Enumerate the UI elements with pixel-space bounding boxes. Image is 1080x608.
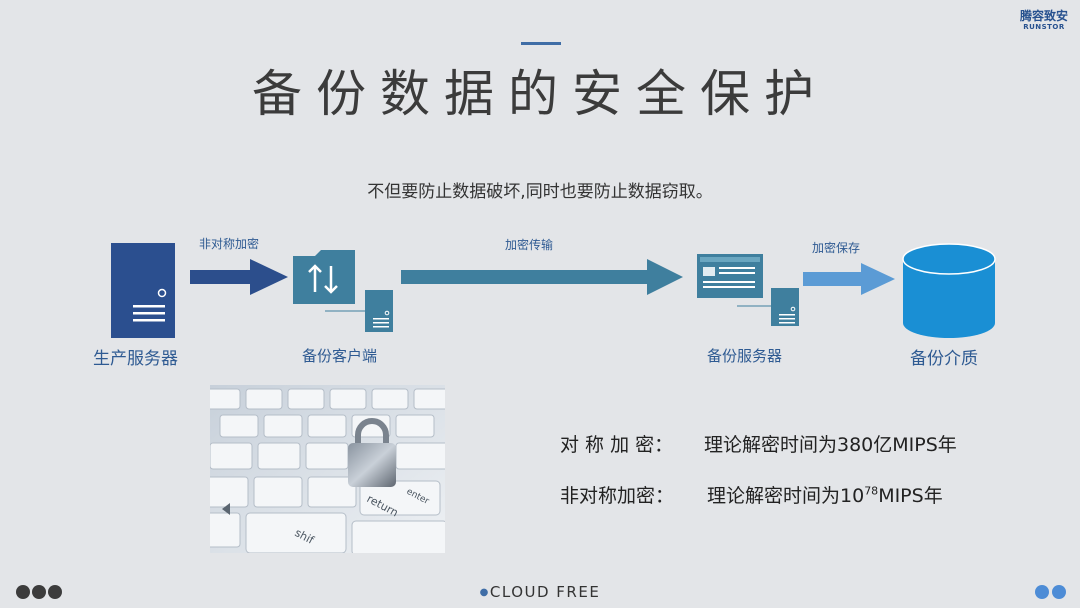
footer-dot <box>16 585 30 599</box>
footer-brand: ●CLOUD FREE <box>0 583 1080 601</box>
company-logo: 腾容致安 RUNSTOR <box>1020 9 1068 32</box>
title-accent-bar <box>521 42 561 45</box>
backup-media-label: 备份介质 <box>910 349 978 369</box>
bullet-dot-icon: ● <box>479 587 490 598</box>
asymmetric-value-exponent: 78 <box>864 484 879 498</box>
encrypted-save-label: 加密保存 <box>812 241 861 255</box>
server-icon <box>111 243 175 338</box>
footer-dot <box>1052 585 1066 599</box>
slide-subtitle: 不但要防止数据破坏,同时也要防止数据窃取。 <box>367 182 713 202</box>
footer-left-dots <box>16 584 64 603</box>
logo-cn-text: 腾容致安 <box>1019 9 1068 23</box>
keyboard-padlock-illustration: return enter shif <box>210 385 445 553</box>
slide-title: 备份数据的安全保护 <box>252 65 828 123</box>
backup-client-label: 备份客户端 <box>302 347 378 365</box>
asymmetric-encryption-arrow <box>190 259 288 295</box>
asymmetric-encryption-fact-label: 非对称加密： <box>560 485 675 507</box>
symmetric-encryption-label: 对 称 加 密： <box>560 434 674 456</box>
encrypted-transfer-arrow <box>401 259 683 295</box>
database-icon <box>902 243 996 338</box>
footer-dot <box>1035 585 1049 599</box>
footer-dot <box>32 585 46 599</box>
footer-brand-text: CLOUD FREE <box>489 583 601 601</box>
asymmetric-value-suffix: MIPS年 <box>878 485 943 507</box>
footer-dot <box>48 585 62 599</box>
asymmetric-encryption-label: 非对称加密 <box>199 237 260 251</box>
footer-right-dots <box>1032 584 1066 603</box>
backup-client-icon <box>293 250 393 332</box>
encrypted-transfer-label: 加密传输 <box>505 238 554 252</box>
keyboard-padlock-image: return enter shif <box>210 385 445 553</box>
production-server-label: 生产服务器 <box>93 349 178 369</box>
backup-server-label: 备份服务器 <box>707 347 783 365</box>
asymmetric-value-prefix: 理论解密时间为10 <box>707 485 865 507</box>
backup-server-icon <box>697 254 799 326</box>
symmetric-encryption-value: 理论解密时间为380亿MIPS年 <box>704 434 957 456</box>
asymmetric-encryption-value: 理论解密时间为1078MIPS年 <box>707 481 943 508</box>
encrypted-save-arrow <box>803 263 895 295</box>
logo-en-text: RUNSTOR <box>1023 23 1065 31</box>
